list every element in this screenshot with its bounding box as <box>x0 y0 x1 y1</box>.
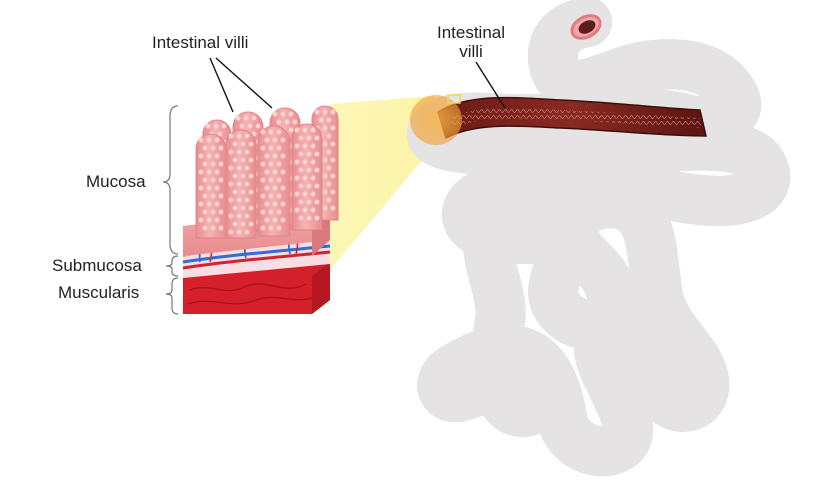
zoom-box <box>447 94 461 104</box>
mucosa-label: Mucosa <box>86 172 146 191</box>
magnified-area-highlight <box>410 95 462 145</box>
villus <box>225 129 257 239</box>
submucosa-brace <box>165 255 179 277</box>
muscularis-brace <box>165 277 179 315</box>
villi-pointer-line <box>209 57 234 113</box>
villus <box>195 133 227 239</box>
villi-label-right-line2: villi <box>459 41 483 61</box>
villus <box>291 123 323 231</box>
villi-pointer-line <box>475 61 506 109</box>
submucosa-label: Submucosa <box>52 256 142 275</box>
mucosa-brace <box>162 105 179 255</box>
muscularis-layer <box>183 262 330 314</box>
villus <box>257 125 291 237</box>
villi-label-right-line1: Intestinal <box>436 23 506 42</box>
villi-label-left: Intestinal villi <box>152 33 249 52</box>
villi-label-right: Intestinal villi <box>428 23 514 61</box>
villi-pointer-line <box>215 57 273 109</box>
villi-group <box>195 105 339 239</box>
small-intestine <box>407 0 765 451</box>
muscularis-label: Muscularis <box>58 283 140 302</box>
